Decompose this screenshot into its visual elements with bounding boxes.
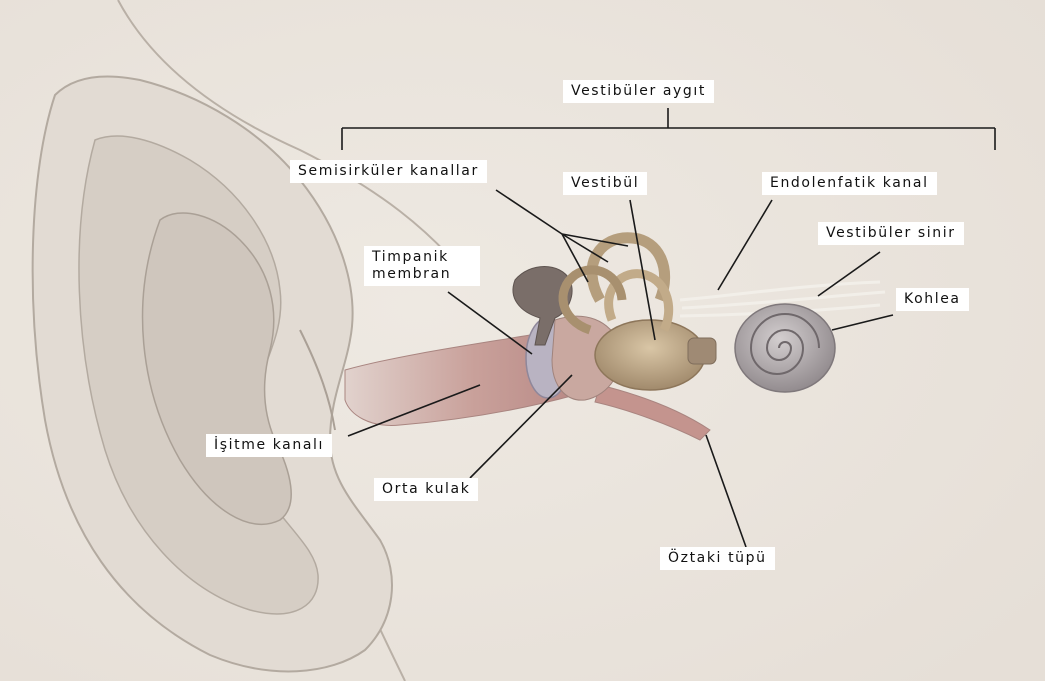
label-tympanic-membrane-line2: membran bbox=[372, 266, 472, 283]
label-tympanic-membrane-line1: Timpanik bbox=[372, 249, 472, 266]
label-vestibule: Vestibül bbox=[563, 172, 647, 195]
label-tympanic-membrane: Timpanik membran bbox=[364, 246, 480, 286]
label-middle-ear: Orta kulak bbox=[374, 478, 478, 501]
label-vestibular-nerve: Vestibüler sinir bbox=[818, 222, 964, 245]
label-vestibular-apparatus: Vestibüler aygıt bbox=[563, 80, 714, 103]
cochlea bbox=[735, 304, 835, 392]
label-endolymphatic-duct: Endolenfatik kanal bbox=[762, 172, 937, 195]
label-eustachian-tube: Öztaki tüpü bbox=[660, 547, 775, 570]
label-ear-canal: İşitme kanalı bbox=[206, 434, 332, 457]
label-cochlea: Kohlea bbox=[896, 288, 969, 311]
label-semicircular-canals: Semisirküler kanallar bbox=[290, 160, 487, 183]
